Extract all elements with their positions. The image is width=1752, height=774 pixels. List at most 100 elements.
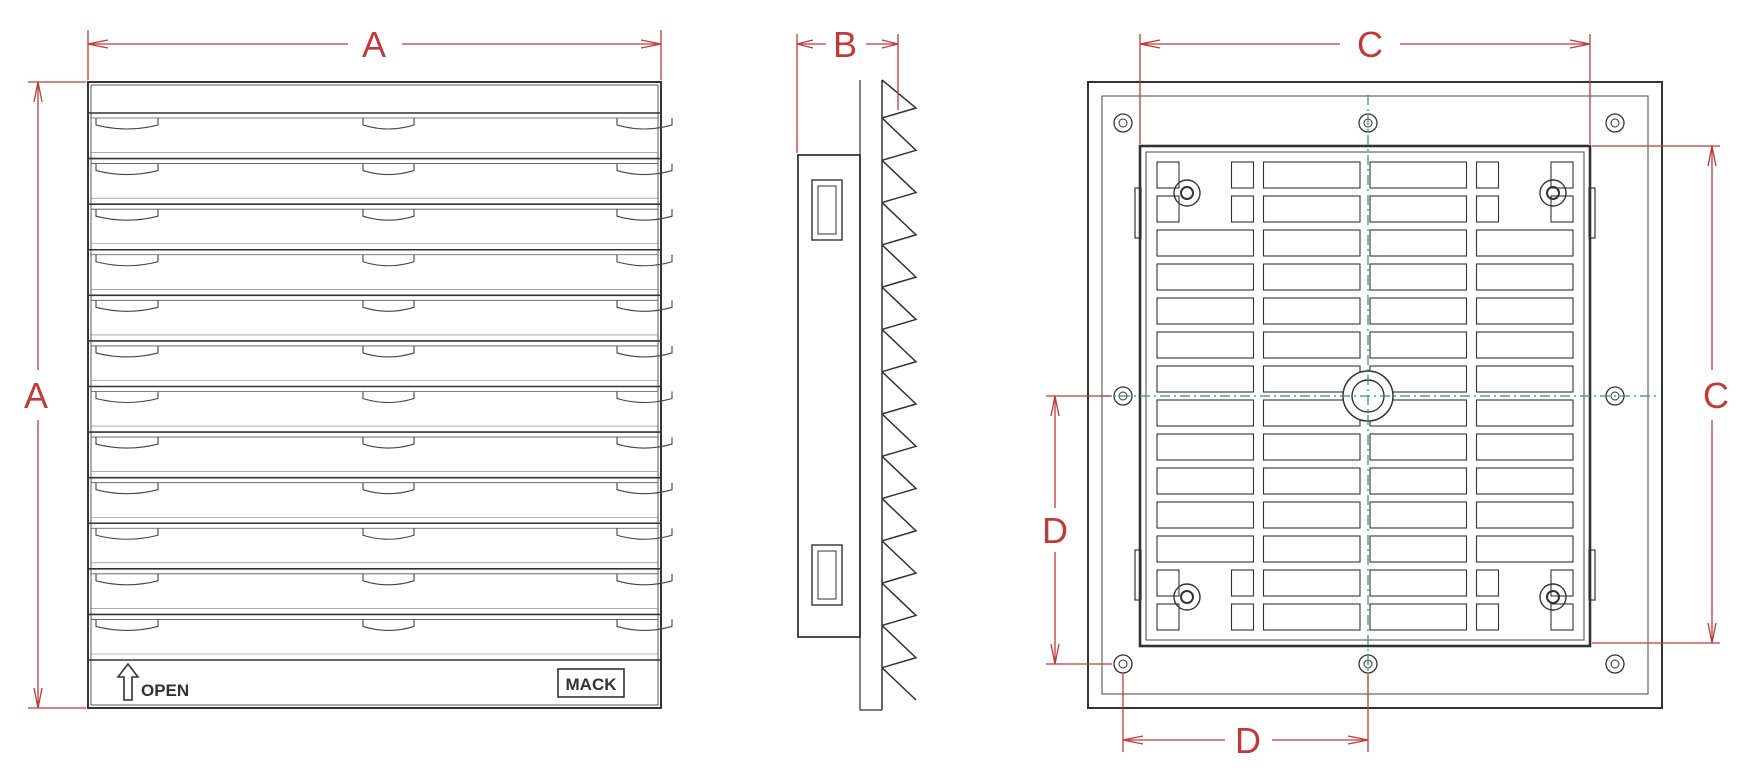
side-body — [797, 154, 861, 638]
grille-slot — [1475, 195, 1500, 223]
grille-slot — [1550, 569, 1574, 597]
grille-slot — [1369, 263, 1468, 291]
grille-slot — [1369, 501, 1468, 529]
grille-slot — [1230, 569, 1255, 597]
grille-slot — [1156, 603, 1180, 631]
grille-slot — [1156, 433, 1255, 461]
grille-slot — [1262, 501, 1361, 529]
grille-slot — [1156, 229, 1255, 257]
side-clip-top — [811, 179, 843, 241]
grille-slot — [1230, 603, 1255, 631]
grille-slot — [1262, 297, 1361, 325]
louver — [88, 340, 673, 381]
louver — [88, 248, 673, 290]
grille-slot — [1262, 603, 1361, 631]
back-view — [1087, 81, 1663, 709]
hole-vertical-label: D — [1042, 510, 1068, 551]
hole-horizontal-label: D — [1235, 720, 1261, 761]
grille-corner-screws — [1173, 179, 1567, 611]
louver — [88, 157, 673, 199]
grille-slot — [1369, 297, 1468, 325]
back-width-dimension: C — [1139, 24, 1591, 144]
back-height-label: C — [1703, 375, 1729, 416]
grille-slot — [1475, 229, 1574, 257]
side-view — [797, 79, 918, 711]
back-width-label: C — [1357, 24, 1383, 65]
grille-slot — [1156, 365, 1255, 393]
grille-slot — [1475, 535, 1574, 563]
grille-slot — [1262, 263, 1361, 291]
grille-slot — [1156, 195, 1180, 223]
side-fins — [881, 79, 918, 710]
grille-slot — [1262, 467, 1361, 495]
grille-slot — [1156, 399, 1255, 427]
louver — [88, 568, 673, 609]
grille-slot — [1156, 331, 1255, 359]
hole-vertical-dimension: D — [1042, 395, 1112, 665]
grille-slot — [1262, 433, 1361, 461]
brand-label: MACK — [566, 675, 618, 694]
front-height-dimension: A — [24, 81, 86, 709]
brand-box — [557, 668, 625, 698]
grille-slot — [1369, 229, 1468, 257]
louver — [88, 476, 673, 518]
louver — [88, 112, 673, 153]
grille-slot — [1369, 331, 1468, 359]
grille-slot — [1475, 161, 1500, 189]
louver — [88, 522, 673, 564]
open-label: OPEN — [141, 681, 189, 700]
grille-slot — [1369, 535, 1468, 563]
grille-slot — [1262, 161, 1361, 189]
grille-slot — [1369, 195, 1468, 223]
louver — [88, 613, 673, 655]
hole-horizontal-dimension: D — [1122, 674, 1369, 761]
grille-slot — [1475, 569, 1500, 597]
grille-slot — [1369, 603, 1468, 631]
front-width-label: A — [362, 24, 386, 65]
grille-slot — [1369, 467, 1468, 495]
louver — [88, 431, 673, 472]
grille-slot — [1230, 195, 1255, 223]
louver — [88, 385, 673, 427]
front-frame — [87, 81, 662, 709]
grille-slot — [1475, 603, 1500, 631]
side-depth-dimension: B — [796, 24, 899, 153]
grille-slot — [1369, 433, 1468, 461]
louver — [88, 203, 673, 245]
grille-slot — [1475, 467, 1574, 495]
grille-slot — [1156, 297, 1255, 325]
back-outer-frame — [1087, 81, 1663, 709]
louver — [88, 294, 673, 336]
grille-slot — [1156, 263, 1255, 291]
grille-slot — [1475, 331, 1574, 359]
grille-slot — [1230, 161, 1255, 189]
grille-slot — [1262, 195, 1361, 223]
grille-slot — [1369, 569, 1468, 597]
grille-slot — [1475, 297, 1574, 325]
grille-slot — [1262, 569, 1361, 597]
front-frame-inner — [90, 84, 659, 706]
grille-slot — [1156, 535, 1255, 563]
grille-slot — [1262, 229, 1361, 257]
grille-slot — [1475, 263, 1574, 291]
grille-slot — [1475, 399, 1574, 427]
grille-slot — [1550, 603, 1574, 631]
side-tabs — [1134, 187, 1596, 601]
grille-slot — [1156, 569, 1180, 597]
front-width-dimension: A — [87, 24, 662, 80]
grille-slot — [1156, 501, 1255, 529]
grille-slot — [1475, 501, 1574, 529]
side-clip-bottom — [811, 544, 843, 606]
back-inner-frame — [1101, 95, 1649, 695]
grille-slot — [1156, 467, 1255, 495]
front-height-label: A — [24, 375, 48, 416]
grille-slot — [1475, 433, 1574, 461]
grille-slot — [1475, 365, 1574, 393]
front-view: OPEN MACK — [87, 81, 673, 709]
grille-slot — [1262, 535, 1361, 563]
grille-slot — [1550, 195, 1574, 223]
louver-group — [88, 112, 673, 655]
grille-slot — [1369, 161, 1468, 189]
